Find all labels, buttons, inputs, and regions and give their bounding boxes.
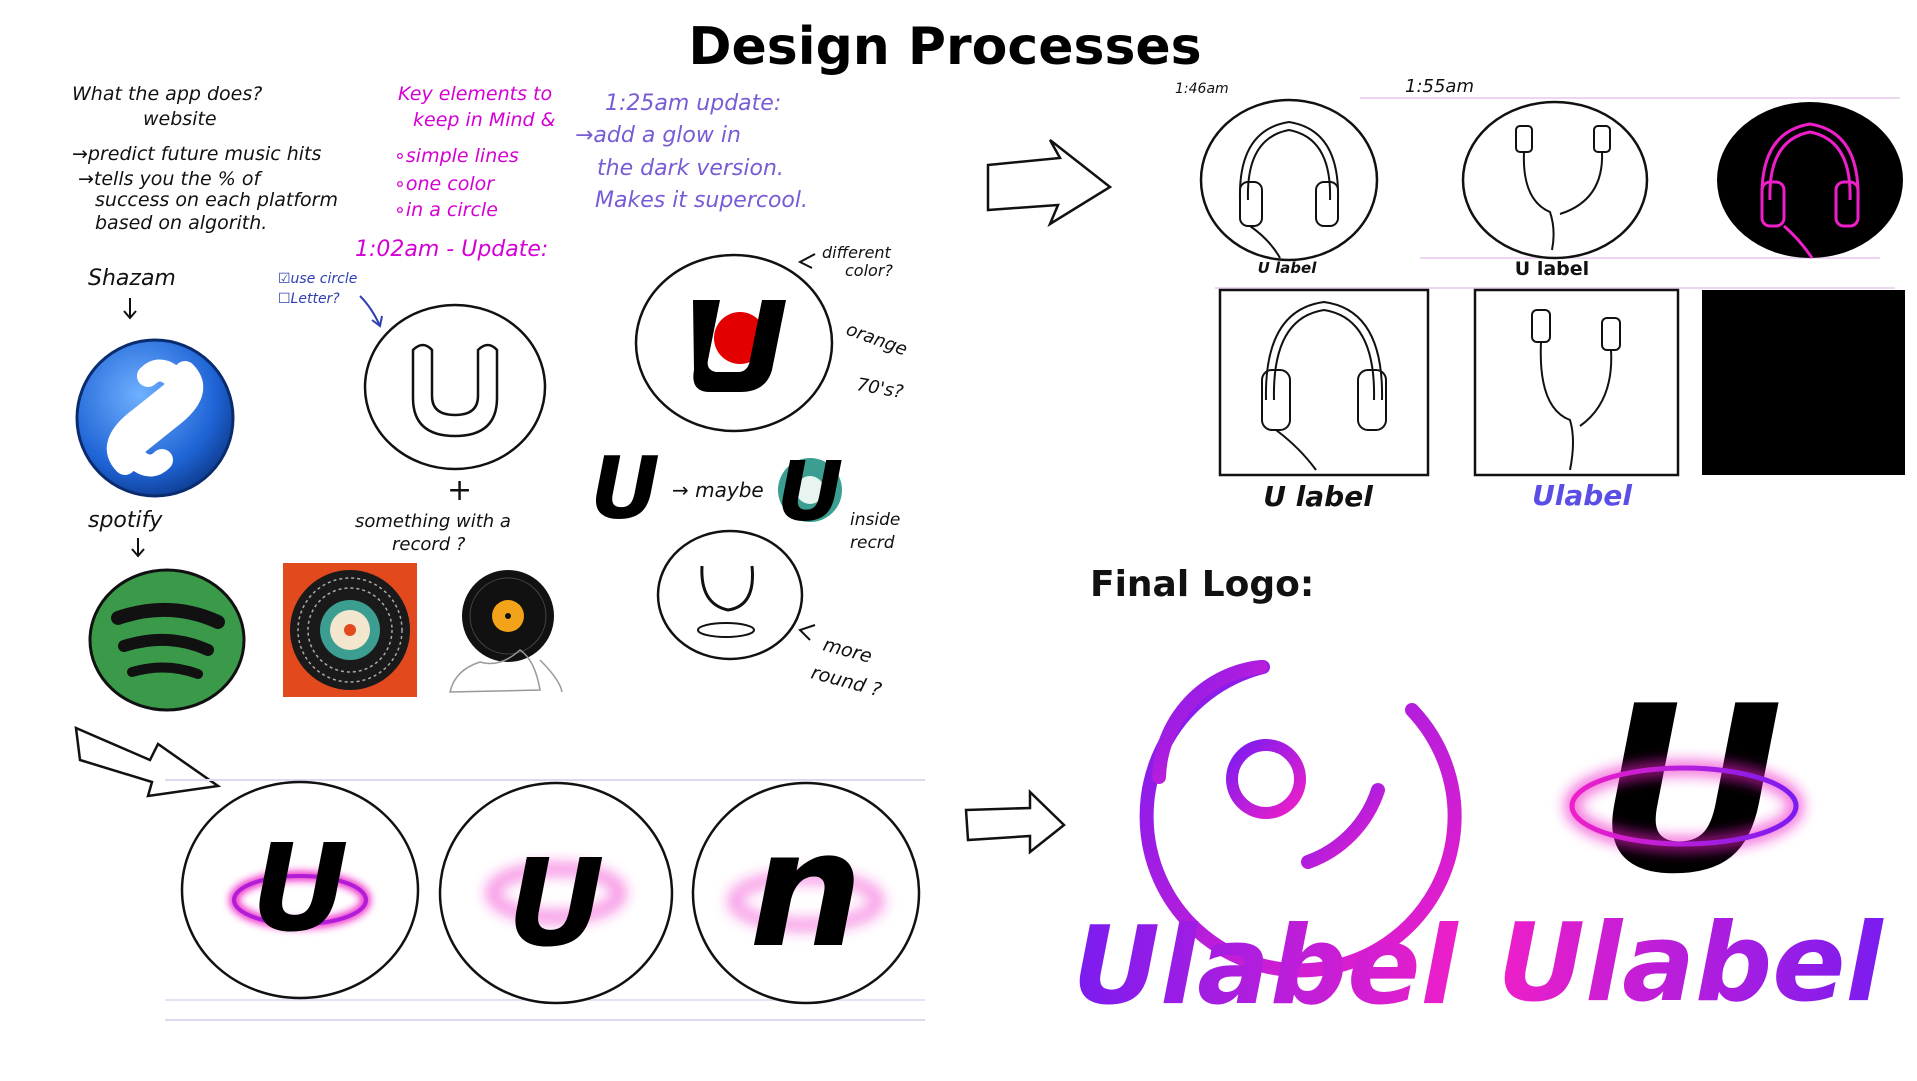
app-note-line: What the app does? <box>72 83 262 105</box>
more-round-note: more round ? <box>809 634 884 702</box>
arrow-right-icon <box>964 789 1066 855</box>
app-notes: What the app does? website →predict futu… <box>72 83 338 234</box>
key-note-line: ∘simple lines <box>394 145 519 167</box>
app-note-line: based on algorith. <box>95 212 267 234</box>
orange-note-line: 70's? <box>855 374 905 403</box>
bold-u-sketch: U <box>590 439 660 539</box>
headphones-icon <box>1261 300 1387 471</box>
record-note: something with a record ? <box>355 511 511 555</box>
app-note-line: →tells you the % of <box>78 168 263 190</box>
sketch-u-circle <box>363 303 547 471</box>
black-square-variant <box>1702 290 1905 475</box>
inside-record-note: inside recrd <box>850 510 900 553</box>
glow-u-variant-1: U <box>180 780 420 1000</box>
more-round-line: round ? <box>809 662 884 702</box>
glow-u-letter: U <box>507 835 604 974</box>
different-color-note: different color? <box>822 243 893 280</box>
update-note-line: →add a glow in <box>575 123 741 148</box>
different-note-line: different <box>822 243 892 262</box>
time-label-155: 1:55am <box>1405 76 1474 97</box>
final-wordmark-1: Ulabel <box>1072 904 1459 1029</box>
shazam-label: Shazam <box>88 266 176 291</box>
orange-note-line: orange <box>843 319 910 360</box>
ulabel-big: Ulabel <box>1532 479 1632 512</box>
u-label-small: U label <box>1258 259 1318 277</box>
arrow-icon <box>798 624 816 641</box>
more-round-line: more <box>821 634 875 668</box>
update-125-notes: 1:25am update: →add a glow in the dark v… <box>575 91 808 213</box>
headphones-square-variant: U label <box>1218 288 1430 513</box>
earbuds-circle-variant: U label <box>1461 100 1649 280</box>
key-note-line: Key elements to <box>398 83 552 105</box>
final-logo-glow-u: U <box>1565 658 1803 925</box>
teal-u-sketch <box>778 458 842 522</box>
headphones-icon <box>1238 120 1340 259</box>
different-note-line: color? <box>845 261 893 280</box>
disc-inner-arc-1 <box>1152 660 1268 784</box>
plus-note: + <box>447 473 472 508</box>
glow-n-variant: n <box>691 781 921 1005</box>
spotify-label: spotify <box>88 508 163 533</box>
teal-u-letter: U <box>777 445 844 540</box>
record-hand-sketch <box>449 570 563 693</box>
earbuds-icon <box>1515 125 1611 251</box>
arrow-icon <box>797 253 816 269</box>
arrow-down-icon <box>131 538 145 558</box>
update-note-line: 1:25am update: <box>605 91 781 116</box>
neon-headphones-variant <box>1717 102 1903 259</box>
glow-u-letter: U <box>251 820 348 959</box>
inside-note-line: recrd <box>850 533 895 553</box>
record-note-line: something with a <box>355 511 511 532</box>
time-label-146: 1:46am <box>1175 81 1229 97</box>
round-u-sketch <box>656 529 804 661</box>
spotify-logo <box>88 568 246 712</box>
arrow-down-icon <box>123 298 137 320</box>
orange-note: orange 70's? <box>843 319 910 403</box>
final-logo-disc <box>1139 660 1462 978</box>
update-102-note: 1:02am - Update: <box>355 237 548 262</box>
u-label-big: U label <box>1263 480 1373 513</box>
app-note-line: success on each platform <box>95 189 338 211</box>
key-elements-notes: Key elements to keep in Mind & ∘simple l… <box>394 83 555 221</box>
disc-inner-arc-2 <box>1301 783 1385 869</box>
maybe-note: → maybe <box>672 478 764 502</box>
final-u-letter: U <box>1597 658 1784 925</box>
disc-center-ring <box>1226 739 1306 819</box>
key-note-line: ∘in a circle <box>394 199 498 221</box>
glow-n-letter: n <box>749 796 863 983</box>
u-label-small: U label <box>1515 258 1589 280</box>
glow-u-variant-2: U <box>438 781 674 1005</box>
app-note-line: →predict future music hits <box>72 143 322 165</box>
vinyl-artwork <box>283 563 417 697</box>
final-logo-heading: Final Logo: <box>1090 564 1314 605</box>
neon-headphones-icon <box>1760 122 1860 259</box>
earbuds-icon <box>1531 309 1621 471</box>
page-title: Design Processes <box>688 17 1201 77</box>
arrow-right-icon <box>986 139 1113 228</box>
use-circle-line: ☐Letter? <box>278 291 340 307</box>
key-note-line: ∘one color <box>394 173 495 195</box>
final-wordmark-2: Ulabel <box>1497 901 1884 1026</box>
shazam-logo <box>75 338 235 498</box>
red-u-sketch <box>634 253 834 433</box>
arrow-icon <box>359 295 383 328</box>
app-note-line: website <box>143 108 217 130</box>
use-circle-note: ☑use circle ☐Letter? <box>278 271 357 307</box>
record-note-line: record ? <box>392 534 466 555</box>
inside-note-line: inside <box>850 510 900 530</box>
headphones-circle-variant: U label <box>1199 98 1379 277</box>
update-note-line: the dark version. <box>597 156 784 181</box>
key-note-line: keep in Mind & <box>413 109 555 131</box>
earbuds-square-variant: Ulabel <box>1473 288 1680 512</box>
arrow-right-icon <box>74 725 222 798</box>
use-circle-line: ☑use circle <box>278 271 357 287</box>
update-note-line: Makes it supercool. <box>595 188 808 213</box>
